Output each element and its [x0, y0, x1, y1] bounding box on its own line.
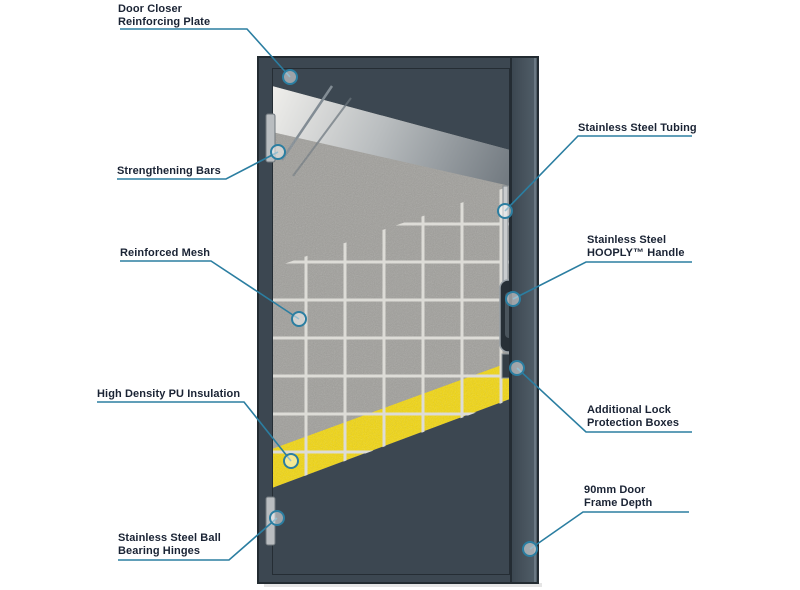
- callout-line-door-closer: [120, 28, 291, 78]
- callout-marker-hinges: [269, 510, 285, 526]
- callout-label-tubing: Stainless Steel Tubing: [578, 122, 697, 134]
- callout-marker-reinforced-mesh: [291, 311, 307, 327]
- bottom-steel-panel: [272, 399, 510, 575]
- door-jamb-depth: [510, 57, 538, 583]
- callout-line-pu-insulation: [97, 401, 292, 462]
- callout-marker-strengthening-bars: [270, 144, 286, 160]
- callout-lines: [97, 28, 692, 561]
- callout-label-reinforced-mesh: Reinforced Mesh: [120, 247, 211, 259]
- door-leaf: [272, 68, 510, 575]
- callout-label-door-closer: Door Closer Reinforcing Plate: [118, 3, 211, 28]
- callout-line-lock-boxes: [516, 367, 692, 433]
- callout-line-frame-depth: [529, 511, 689, 550]
- callout-marker-tubing: [497, 203, 513, 219]
- callout-marker-door-closer: [282, 69, 298, 85]
- callout-marker-handle: [505, 291, 521, 307]
- callout-label-hinges: Stainless Steel Ball Bearing Hinges: [118, 532, 221, 557]
- door-shadow: [264, 583, 542, 587]
- callout-label-handle: Stainless Steel HOOPLY™ Handle: [587, 234, 685, 259]
- callout-marker-pu-insulation: [283, 453, 299, 469]
- callout-markers: [269, 69, 538, 557]
- door-frame-outline: [257, 56, 539, 584]
- callout-line-handle: [512, 261, 692, 300]
- callout-label-strengthening-bars: Strengthening Bars: [117, 165, 221, 177]
- callout-line-tubing: [504, 135, 692, 212]
- callout-line-reinforced-mesh: [120, 260, 300, 320]
- callout-marker-frame-depth: [522, 541, 538, 557]
- callout-label-lock-boxes: Additional Lock Protection Boxes: [587, 404, 680, 429]
- callout-label-frame-depth: 90mm Door Frame Depth: [584, 484, 653, 509]
- callout-line-hinges: [118, 517, 278, 561]
- callout-label-pu-insulation: High Density PU Insulation: [97, 388, 241, 400]
- callout-line-strengthening-bars: [117, 151, 279, 180]
- reinforcing-plate-band: [272, 86, 510, 186]
- callout-marker-lock-boxes: [509, 360, 525, 376]
